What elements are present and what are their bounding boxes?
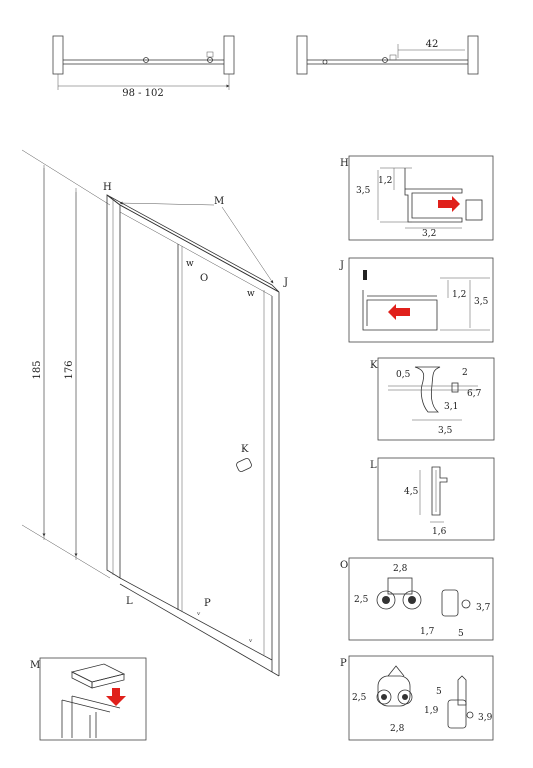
O-dim-2: 2,5	[354, 595, 369, 605]
svg-text:ᵛ: ᵛ	[248, 638, 253, 648]
K-dim-4: 3,1	[444, 402, 458, 412]
detail-K: K 0,5 2 6,7 3,1 3,5	[370, 357, 495, 441]
detail-L-label: L	[370, 460, 377, 471]
top-right-dim-label: 42	[426, 39, 439, 50]
P-dim-5: 3,9	[478, 713, 493, 723]
L-dim-2: 1,6	[432, 527, 447, 537]
K-dim-1: 0,5	[396, 370, 411, 380]
arrow-down-icon	[106, 688, 126, 706]
H-dim-1: 1,2	[378, 176, 392, 186]
svg-text:w: w	[186, 259, 194, 269]
H-dim-3: 3,2	[422, 229, 436, 239]
O-dim-5: 5	[458, 629, 464, 639]
label-P: P	[204, 598, 211, 609]
height-outer: 185	[32, 360, 43, 379]
H-dim-2: 3,5	[356, 186, 371, 196]
detail-P-label: P	[340, 658, 347, 669]
height-inner: 176	[64, 360, 75, 379]
J-dim-2: 3,5	[474, 297, 489, 307]
detail-M: M	[30, 657, 147, 741]
top-left-width-label: 98 - 102	[122, 88, 164, 99]
O-dim-3: 3,7	[476, 603, 491, 613]
detail-O: O 2,8 2,5 3,7 1,7 5	[340, 557, 494, 641]
O-dim-1: 2,8	[393, 564, 408, 574]
label-O: O	[200, 273, 208, 284]
label-K: K	[241, 444, 249, 455]
L-dim-1: 4,5	[404, 487, 419, 497]
label-M: M	[214, 196, 224, 207]
P-dim-2: 2,8	[390, 724, 405, 734]
detail-H-label: H	[340, 158, 349, 169]
top-view-left: 98 - 102	[52, 35, 235, 99]
K-dim-2: 2	[462, 368, 468, 378]
label-L: L	[126, 596, 133, 607]
J-dim-1: 1,2	[452, 290, 466, 300]
label-H: H	[103, 182, 112, 193]
detail-H: H 1,2 3,5 3,2	[340, 155, 494, 241]
K-dim-3: 6,7	[467, 389, 482, 399]
detail-P: P 2,5 2,8 5 1,9 3,9	[340, 655, 494, 741]
P-dim-4: 1,9	[424, 706, 439, 716]
detail-O-label: O	[340, 560, 348, 571]
detail-M-label: M	[30, 660, 40, 671]
K-dim-5: 3,5	[438, 426, 453, 436]
svg-text:w: w	[247, 289, 255, 299]
detail-J: J 1,2 3,5	[339, 257, 494, 343]
handle-icon	[236, 458, 252, 472]
svg-text:ᵛ: ᵛ	[196, 611, 201, 621]
label-J: J	[283, 277, 288, 288]
detail-J-label: J	[339, 260, 344, 271]
P-dim-3: 5	[436, 687, 442, 697]
detail-K-label: K	[370, 360, 378, 371]
O-dim-4: 1,7	[420, 627, 435, 637]
top-view-right: 42	[296, 35, 479, 75]
door-elevation: w w ᵛ ᵛ 185 176 H M J O K L P	[21, 149, 288, 677]
P-dim-1: 2,5	[352, 693, 367, 703]
detail-L: L 4,5 1,6	[370, 457, 495, 541]
